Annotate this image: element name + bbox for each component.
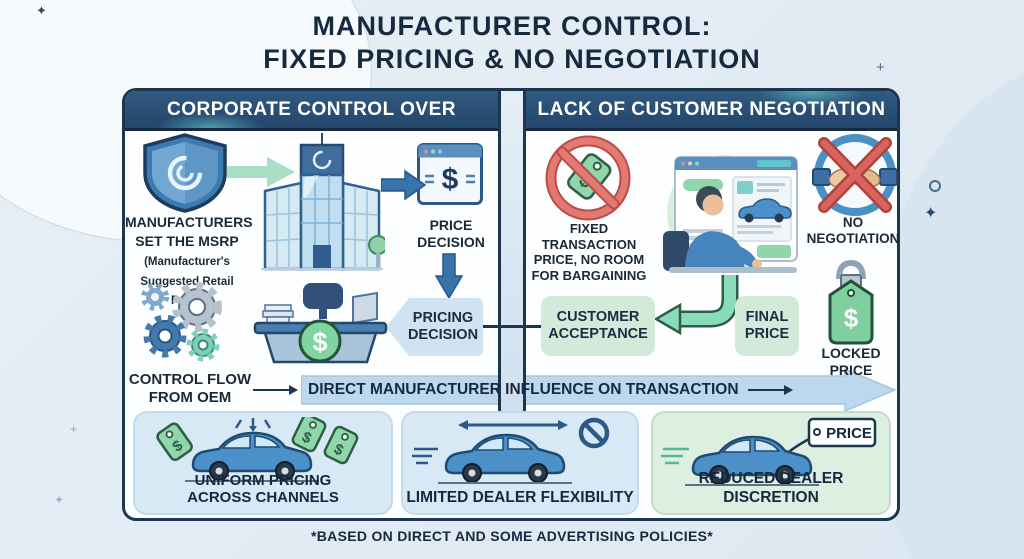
pricing-decision-label: PRICING DECISION	[401, 297, 485, 357]
right-panel-header-label: LACK OF CUSTOMER NEGOTIATION	[537, 99, 886, 120]
card1-line2: ACROSS CHANNELS	[187, 489, 339, 507]
reduced-discretion-caption: REDUCED DEALER DISCRETION	[653, 470, 889, 507]
footer-note: *BASED ON DIRECT AND SOME ADVERTISING PO…	[311, 528, 713, 544]
small-right-arrow-icon	[253, 385, 298, 395]
locked-price-caption: LOCKED PRICE	[793, 345, 909, 379]
corporate-building-icon	[261, 133, 385, 271]
circle-dot-decoration	[929, 180, 941, 192]
influence-arrow-band	[301, 368, 897, 412]
plus-sparkle-icon: +	[70, 422, 78, 436]
limited-flexibility-card: LIMITED DEALER FLEXIBILITY	[401, 411, 639, 515]
left-panel-header-label: CORPORATE CONTROL OVER PRICING	[167, 99, 456, 120]
influence-banner-label: DIRECT MANUFACTURER INFLUENCE ON TRANSAC…	[308, 381, 739, 398]
fixed-transaction-line4: FOR BARGAINING	[531, 267, 647, 283]
title-line2: FIXED PRICING & NO NEGOTIATION	[263, 44, 761, 75]
page-title: MANUFACTURER CONTROL: FIXED PRICING & NO…	[0, 10, 1024, 77]
no-price-tag-icon: $	[545, 135, 631, 221]
final-price-line1: FINAL	[745, 308, 789, 325]
price-tag-label: PRICE	[826, 425, 872, 442]
no-negotiation-caption: NO NEGOTIATION	[793, 215, 913, 247]
card2-line1: LIMITED DEALER FLEXIBILITY	[406, 488, 634, 506]
msrp-line2: SET THE MSRP	[135, 233, 239, 250]
desk-money-icon: $	[253, 283, 388, 364]
sparkle-icon: ✦	[924, 205, 938, 222]
card1-line1: UNIFORM PRICING	[194, 471, 332, 489]
customer-computer-scene	[663, 155, 798, 273]
left-panel-header: CORPORATE CONTROL OVER PRICING	[125, 91, 498, 131]
pricing-decision-line2: DECISION	[407, 327, 479, 343]
control-flow-line1: CONTROL FLOW	[128, 371, 252, 388]
title-line1: MANUFACTURER CONTROL:	[312, 11, 712, 41]
car-restricted-icon	[412, 417, 610, 484]
fixed-transaction-line3: PRICE, NO ROOM	[533, 252, 645, 268]
sparkle-icon: ✦	[54, 493, 65, 507]
locked-price-line1: LOCKED	[821, 345, 881, 361]
pricing-decision-callout	[386, 298, 483, 356]
sparkle-icon: ✦	[36, 3, 47, 18]
no-handshake-icon	[812, 134, 898, 216]
price-decision-line1: PRICE	[429, 217, 473, 233]
msrp-sub1: (Manufacturer's	[144, 256, 230, 269]
blue-down-arrow-icon	[435, 253, 463, 299]
control-flow-line2: FROM OEM	[148, 389, 232, 406]
no-negotiation-line2: NEGOTIATION	[806, 231, 900, 247]
price-decision-line2: DECISION	[417, 233, 485, 250]
msrp-line1: MANUFACTURERS	[125, 214, 253, 230]
price-decision-window-icon: $	[417, 143, 483, 205]
uniform-pricing-caption: UNIFORM PRICING ACROSS CHANNELS	[135, 472, 391, 507]
reduced-discretion-card: PRICE REDUCED DEALER DISCRETION	[651, 411, 891, 515]
uniform-pricing-card: $ $ $	[133, 411, 393, 515]
pricing-decision-line1: PRICING	[412, 309, 474, 326]
dollar-glyph: $	[442, 163, 459, 196]
small-right-arrow-icon	[747, 385, 793, 395]
plus-sparkle-icon: +	[876, 59, 885, 76]
final-price-line2: PRICE	[744, 326, 790, 342]
card3-line1: REDUCED DEALER DISCRETION	[698, 470, 844, 506]
customer-acceptance-box: CUSTOMER ACCEPTANCE	[541, 296, 655, 356]
right-panel-header: LACK OF CUSTOMER NEGOTIATION	[526, 91, 897, 131]
customer-acceptance-line1: CUSTOMER	[556, 308, 640, 325]
final-price-box: FINAL PRICE	[735, 296, 799, 356]
connector-line	[479, 325, 545, 328]
main-diagram-container: CORPORATE CONTROL OVER PRICING LACK OF C…	[122, 88, 900, 521]
limited-flexibility-caption: LIMITED DEALER FLEXIBILITY	[403, 489, 637, 507]
blue-right-arrow-icon	[381, 169, 427, 201]
price-decision-caption: PRICE DECISION	[403, 217, 499, 251]
locked-price-tag-icon: $	[828, 259, 874, 345]
car-fixed-price-icon: PRICE	[661, 417, 877, 486]
fixed-transaction-caption: FIXED TRANSACTION PRICE, NO ROOM FOR BAR…	[521, 221, 657, 283]
fixed-transaction-line2: TRANSACTION	[541, 236, 637, 252]
locked-price-line2: PRICE	[829, 361, 873, 378]
dollar-glyph: $	[844, 303, 859, 333]
panel-divider	[498, 91, 526, 419]
customer-acceptance-line2: ACCEPTANCE	[548, 326, 648, 342]
green-right-arrow-icon	[227, 157, 295, 187]
manufacturer-shield-icon	[143, 133, 227, 213]
curved-green-arrow-icon	[653, 275, 739, 336]
influence-banner: DIRECT MANUFACTURER INFLUENCE ON TRANSAC…	[253, 368, 794, 412]
no-negotiation-line1: NO	[842, 215, 864, 230]
control-flow-caption: CONTROL FLOW FROM OEM	[125, 371, 255, 407]
car-with-price-tags-icon: $ $ $	[156, 417, 359, 482]
dollar-glyph: $	[312, 327, 327, 357]
gears-icon	[141, 282, 222, 362]
fixed-transaction-line1: FIXED	[569, 221, 609, 236]
